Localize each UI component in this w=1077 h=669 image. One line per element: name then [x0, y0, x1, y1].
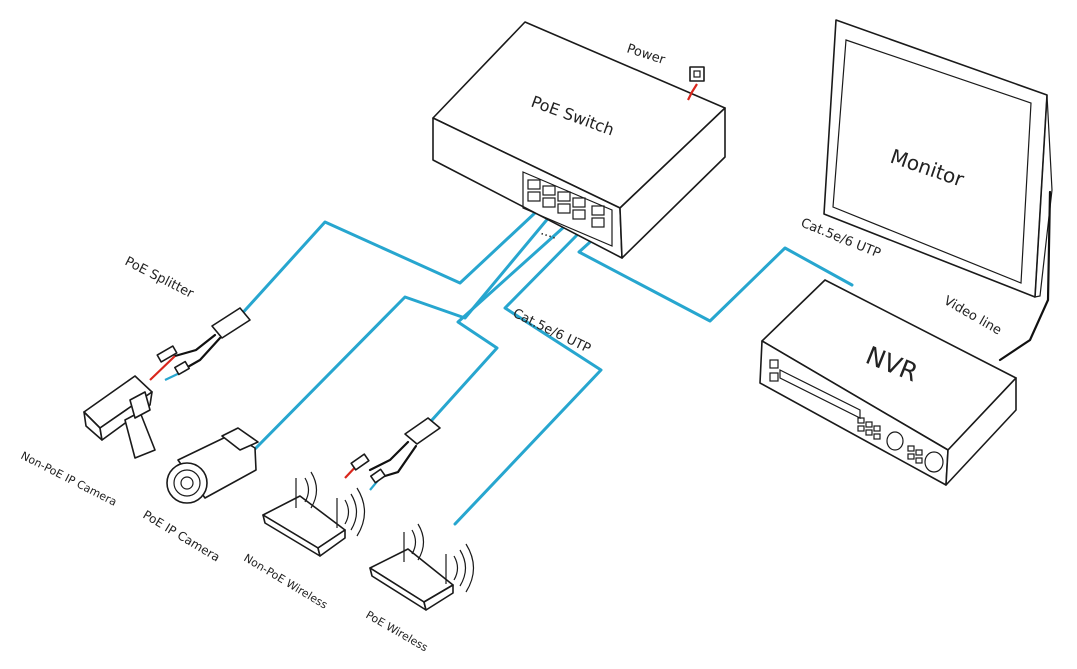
cable-to-poe-splitter [236, 198, 538, 320]
nvr [759, 279, 1017, 486]
cable-to-nvr [577, 232, 854, 323]
poe-switch [432, 21, 726, 259]
switch-port-dots: .... [539, 224, 559, 243]
cat-mid-label: Cat.5e/6 UTP [510, 306, 593, 357]
cable-to-poe-ip-camera [253, 204, 552, 451]
switch-ports [522, 171, 613, 247]
non-poe-wireless-label: Non-PoE Wireless [241, 551, 330, 611]
poe-ip-camera [166, 427, 259, 504]
non-poe-ip-camera [83, 375, 156, 459]
non-poe-wireless-ap [262, 471, 366, 557]
poe-splitter-label: PoE Splitter [122, 254, 196, 302]
poe-wireless-label: PoE Wireless [364, 608, 431, 654]
monitor [823, 19, 1053, 362]
poe-ip-camera-label: PoE IP Camera [140, 508, 222, 565]
power-label: Power [625, 42, 668, 69]
power-wire [687, 83, 698, 101]
non-poe-ip-camera-label: Non-PoE IP Camera [19, 449, 119, 509]
video-line-cable [998, 190, 1052, 362]
wireless-poe-splitter [344, 417, 441, 491]
poe-splitter [149, 307, 251, 381]
cable-to-wireless-splitter [430, 210, 567, 422]
poe-wireless-ap [369, 523, 475, 611]
video-line-label: Video line [941, 293, 1004, 338]
power-outlet-icon [689, 66, 705, 82]
cables [236, 198, 854, 526]
